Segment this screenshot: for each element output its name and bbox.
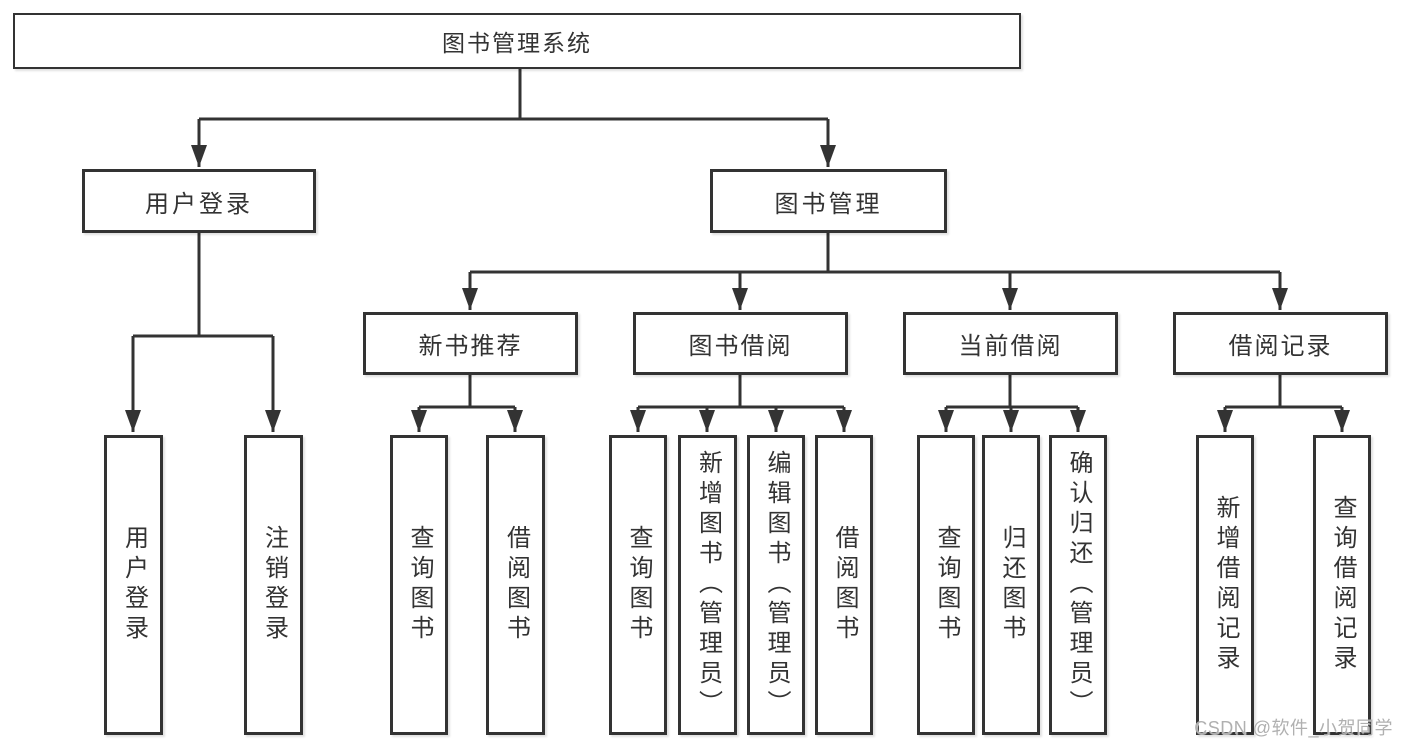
node-label: 借阅图书 bbox=[831, 525, 858, 645]
node-borrowing-edit-books: 编辑图书（管理员） bbox=[747, 435, 805, 735]
node-label: 归还图书 bbox=[998, 525, 1025, 645]
node-logout: 注销登录 bbox=[244, 435, 303, 735]
node-label: 借阅图书 bbox=[502, 525, 530, 645]
node-records-add-record: 新增借阅记录 bbox=[1196, 435, 1254, 735]
node-label: 新书推荐 bbox=[418, 333, 523, 360]
node-label: 图书管理 bbox=[774, 190, 883, 218]
node-borrowing-borrow-books: 借阅图书 bbox=[815, 435, 873, 735]
node-label: 查询借阅记录 bbox=[1329, 495, 1356, 675]
node-label: 编辑图书（管理员） bbox=[763, 450, 790, 720]
node-label: 用户登录 bbox=[120, 525, 148, 645]
node-current-return-books: 归还图书 bbox=[982, 435, 1040, 735]
node-current-borrowing: 当前借阅 bbox=[903, 312, 1118, 375]
node-label: 借阅记录 bbox=[1228, 333, 1333, 360]
node-label: 确认归还（管理员） bbox=[1065, 450, 1092, 720]
node-label: 当前借阅 bbox=[958, 333, 1063, 360]
node-user-login: 用户登录 bbox=[82, 169, 316, 233]
node-borrowing-query-books: 查询图书 bbox=[609, 435, 667, 735]
node-label: 用户登录 bbox=[145, 190, 253, 218]
node-label: 图书管理系统 bbox=[442, 30, 592, 56]
watermark-text: CSDN @软件_小贺同学 bbox=[1194, 718, 1393, 738]
node-recommend-borrow-books: 借阅图书 bbox=[486, 435, 545, 735]
node-recommend-query-books: 查询图书 bbox=[390, 435, 448, 735]
node-book-borrowing: 图书借阅 bbox=[633, 312, 848, 375]
node-current-query-books: 查询图书 bbox=[917, 435, 975, 735]
node-label: 图书借阅 bbox=[688, 333, 793, 360]
node-label: 新增借阅记录 bbox=[1212, 495, 1239, 675]
node-label: 查询图书 bbox=[625, 525, 652, 645]
node-root: 图书管理系统 bbox=[13, 13, 1021, 69]
node-label: 查询图书 bbox=[406, 525, 433, 645]
node-records-query-record: 查询借阅记录 bbox=[1313, 435, 1371, 735]
node-label: 注销登录 bbox=[260, 525, 288, 645]
node-book-management: 图书管理 bbox=[710, 169, 947, 233]
node-label: 新增图书（管理员） bbox=[694, 450, 722, 720]
node-new-book-recommend: 新书推荐 bbox=[363, 312, 578, 375]
node-current-confirm-return: 确认归还（管理员） bbox=[1049, 435, 1107, 735]
node-label: 查询图书 bbox=[933, 525, 960, 645]
node-borrowing-records: 借阅记录 bbox=[1173, 312, 1388, 375]
node-borrowing-add-books: 新增图书（管理员） bbox=[678, 435, 737, 735]
node-login: 用户登录 bbox=[104, 435, 163, 735]
